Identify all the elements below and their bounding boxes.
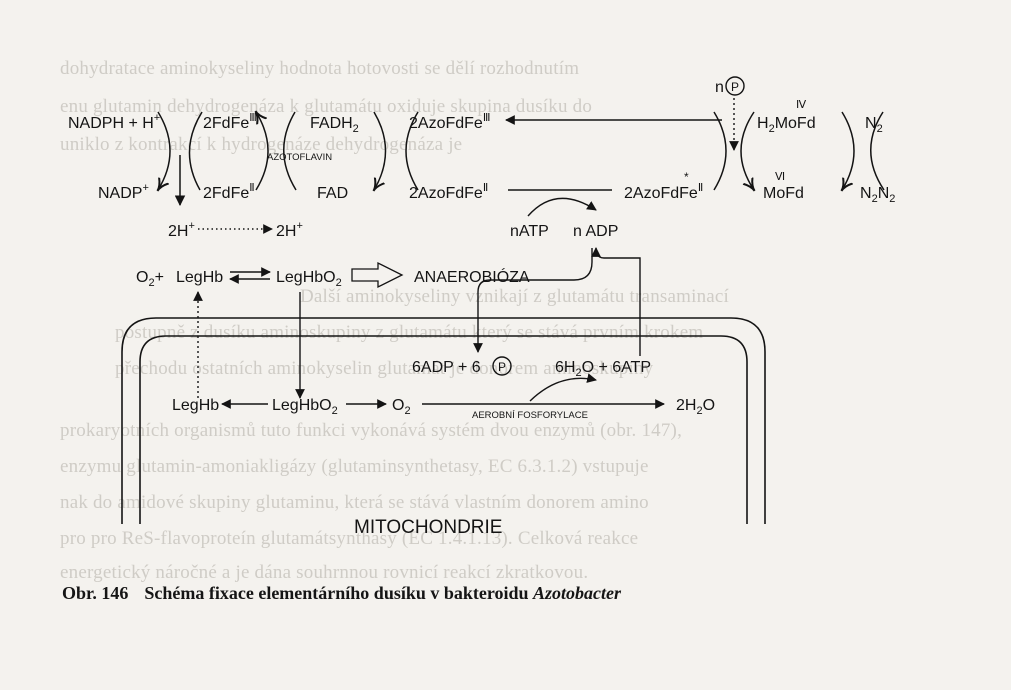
mitochondrion-membrane [121, 317, 766, 524]
leghemoglobin-row: O2+ LegHb LegHbO2 ANAEROBIÓZA [136, 267, 530, 289]
mofd-oxidation-state-iv: Ⅳ [796, 99, 807, 111]
leghemoglobin-connectors [193, 247, 641, 399]
bg-line: pro pro ReS-flavoproteín glutamátsynthas… [60, 528, 639, 549]
h2o-atp-label: 6H2O + 6ATP [555, 359, 651, 379]
electron-chain-bottom-row: NADP+ 2FdFeⅡ FAD 2AzoFdFeⅡ 2AzoFdFeⅡ * M… [98, 170, 895, 240]
leghb-bottom-label: LegHb [172, 397, 219, 414]
chain-connectors [198, 98, 739, 234]
phosphate-circle-letter: P [731, 80, 739, 94]
azofdfe-reduced-label: 2AzoFdFeⅡ [409, 182, 488, 202]
figure-caption-species: Azotobacter [533, 583, 622, 603]
bg-line: postupně z dusíku aminoskupiny z glutamá… [115, 322, 704, 343]
n2-label: N2 [865, 115, 883, 135]
fadh2-label: FADH2 [310, 115, 359, 135]
h2mofd-label: H2MoFd [757, 115, 816, 135]
phosphate-label: n [715, 79, 724, 96]
bg-line: prokaryotních organismů tuto funkci vyko… [60, 420, 683, 441]
nadph-label: NADPH + H+ [68, 112, 160, 132]
h2o-bottom-label: 2H2O [676, 397, 715, 417]
figure-caption-text: Schéma fixace elementárního dusíku v bak… [144, 583, 534, 603]
bg-line: enzymu glutamin-amoniakligázy (glutamins… [60, 456, 649, 477]
nadp-adp-label: n ADP [573, 223, 618, 240]
redox-crossings [158, 112, 885, 207]
adp-phosphate-label: 6ADP + 6 [412, 359, 481, 376]
proton-left-label: 2H+ [168, 220, 195, 240]
phosphate-circle [725, 76, 745, 96]
phosphate-circle-2-letter: P [498, 360, 506, 374]
mofd-oxidation-state-vi: Ⅵ [775, 171, 785, 183]
nitrogen-fixation-diagram: NADPH + H+ 2FdFeⅢ FADH2 2AzoFdFeⅢ H2MoFd… [68, 76, 895, 538]
bg-line: Další aminokyseliny vznikají z glutamátu… [300, 286, 730, 307]
leghbo2-bottom-label: LegHbO2 [272, 397, 338, 417]
leghb-top-label: LegHb [176, 269, 223, 286]
proton-right-label: 2H+ [276, 220, 303, 240]
fad-label: FAD [317, 185, 348, 202]
mitochondrial-connectors [221, 373, 665, 409]
bg-line: uniklo z kontrakcí k hydrogenáze dehydro… [60, 134, 463, 155]
o2-label: O2+ [136, 269, 164, 289]
azotoflavin-label: AZOTOFLAVIN [267, 152, 332, 163]
bg-line: enu glutamin dehydrogenáza k glutamátu o… [60, 96, 593, 117]
bg-line: energetický náročné a je dána souhrnnou … [60, 562, 589, 583]
figure-number: Obr. 146 [62, 583, 129, 603]
azofdfe-activated-label: 2AzoFdFeⅡ [624, 182, 703, 202]
aerobni-fosforylace-label: AEROBNÍ FOSFORYLACE [472, 410, 588, 421]
azofdfe-oxidized-label: 2AzoFdFeⅢ [409, 112, 490, 132]
nadp-label: NADP+ [98, 182, 149, 202]
anaerobioza-label: ANAEROBIÓZA [414, 267, 530, 286]
bg-line: dohydratace aminokyseliny hodnota hotovo… [60, 58, 580, 79]
natp-label: nATP [510, 223, 549, 240]
phosphate-circle-2 [492, 356, 512, 376]
leghbo2-top-label: LegHbO2 [276, 269, 342, 289]
mitochondrie-label: MITOCHONDRIE [354, 517, 502, 538]
o2-bottom-label: O2 [392, 397, 411, 417]
electron-chain-top-row: NADPH + H+ 2FdFeⅢ FADH2 2AzoFdFeⅢ H2MoFd… [68, 76, 883, 163]
oxidative-phosphorylation: 6ADP + 6 P 6H2O + 6ATP LegHb LegHbO2 O2 … [172, 356, 715, 538]
fdfe-reduced-label: 2FdFeⅡ [203, 182, 255, 202]
bg-line: přechodu ostatních aminokyselin glutamát… [115, 358, 654, 379]
bg-line: nak do amidové skupiny glutaminu, která … [60, 492, 649, 513]
n2h2-label: N2N2 [860, 185, 895, 205]
figure-caption: Obr. 146 Schéma fixace elementárního dusí… [62, 583, 621, 604]
mofd-label: MoFd [763, 185, 804, 202]
activated-star: * [684, 170, 689, 184]
fdfe-oxidized-label: 2FdFeⅢ [203, 112, 257, 132]
